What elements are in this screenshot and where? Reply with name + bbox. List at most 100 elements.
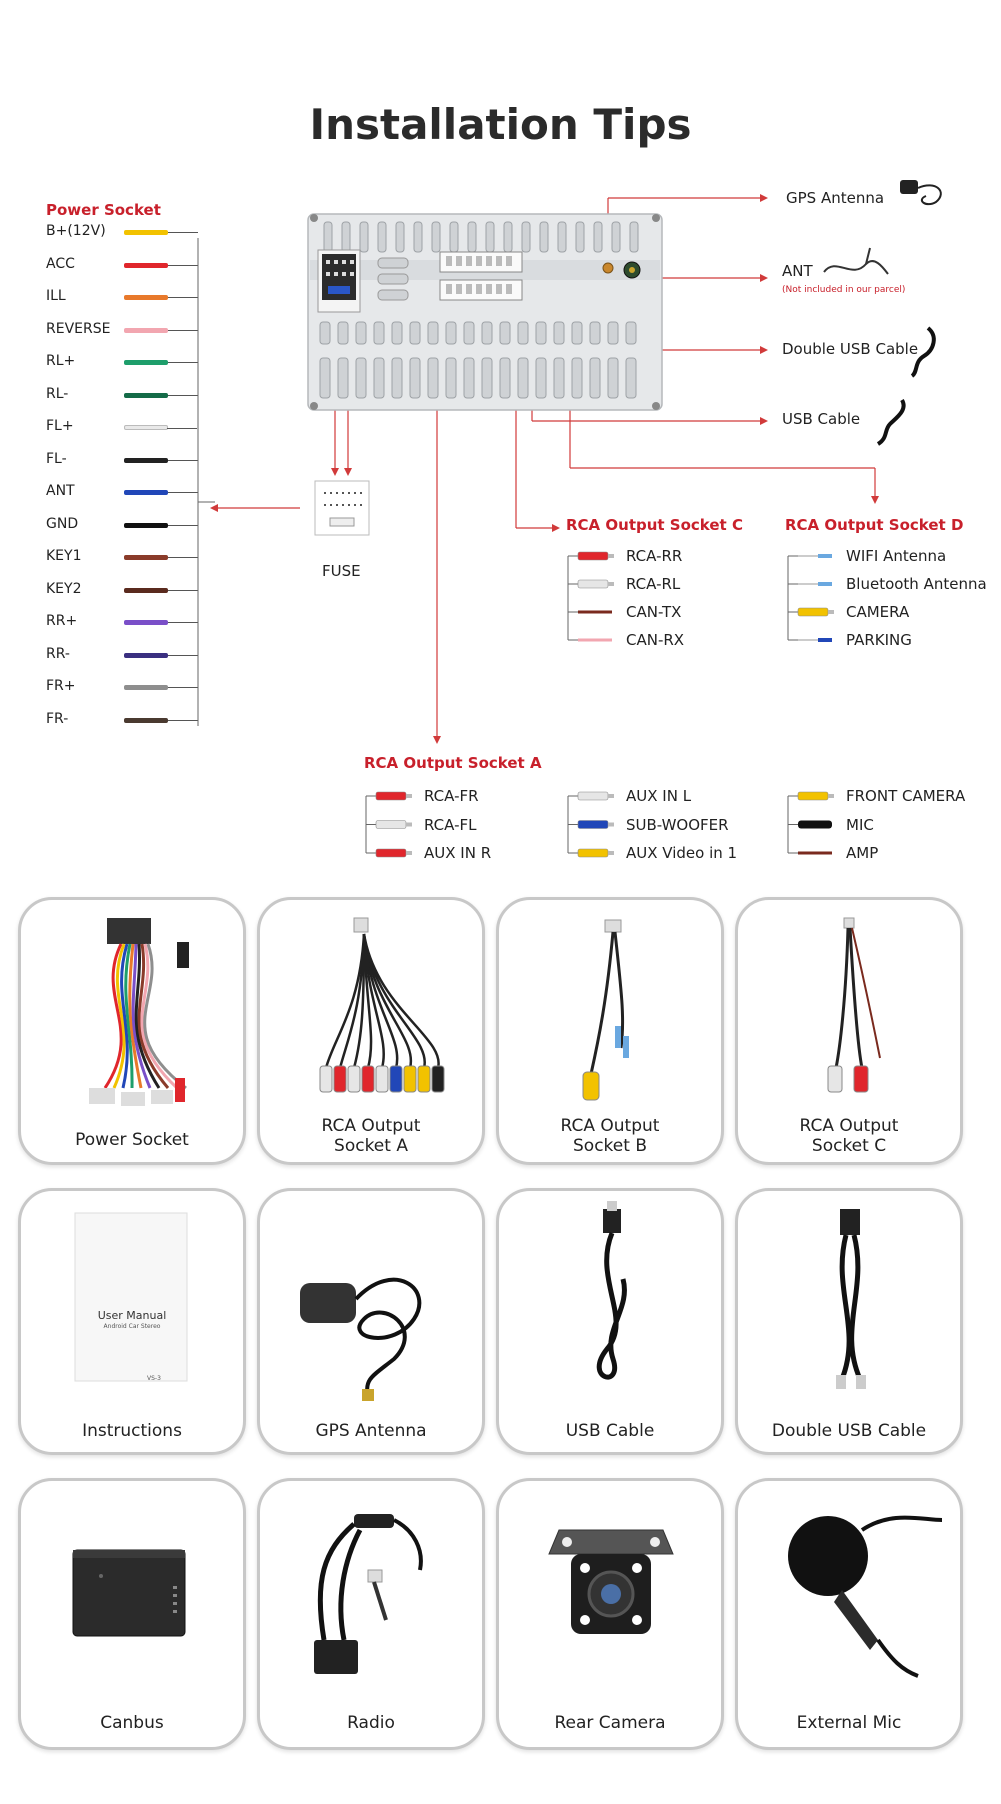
rca-plug-icon <box>797 791 829 801</box>
ant-label: ANT <box>782 262 813 280</box>
power-wire-label: RL- <box>46 385 69 402</box>
radio-adapter-icon <box>264 1489 480 1701</box>
power-wire-label: GND <box>46 515 79 532</box>
manual-title: User Manual <box>97 1309 167 1322</box>
part-card: USB Cable <box>496 1188 724 1455</box>
head-unit-back-panel <box>307 213 663 411</box>
power-wire-swatch <box>124 457 198 463</box>
part-label: USB Cable <box>565 1421 655 1441</box>
part-label: Power Socket <box>75 1130 189 1150</box>
double-usb-label: Double USB Cable <box>782 340 919 358</box>
socket-a-heading: RCA Output Socket A <box>364 754 542 772</box>
power-wire-swatch <box>124 327 198 333</box>
double-usb-icon <box>910 326 936 378</box>
power-wire-label: RR+ <box>46 613 78 629</box>
rca-harness-c-icon <box>742 908 958 1118</box>
rca-harness-b-icon <box>503 908 719 1118</box>
power-wire-label: FR+ <box>46 678 76 694</box>
part-label: Instructions <box>82 1421 182 1441</box>
power-wire-swatch <box>124 230 198 235</box>
gps-antenna-icon <box>264 1199 480 1409</box>
power-wire-label: REVERSE <box>46 320 111 337</box>
power-wire-label: KEY1 <box>46 548 82 564</box>
part-label: Canbus <box>100 1713 164 1733</box>
connector-label: AUX IN R <box>424 844 492 862</box>
connector-label: PARKING <box>846 631 912 649</box>
connector-label: WIFI Antenna <box>846 547 947 565</box>
power-wire-label: ANT <box>46 483 75 499</box>
power-wire-label: RL+ <box>46 353 76 369</box>
connector-label: RCA-FL <box>424 815 477 834</box>
rca-harness-a-icon <box>264 908 480 1118</box>
double-usb-cable-icon <box>742 1199 958 1409</box>
connector-label: RCA-FR <box>424 787 479 805</box>
rca-plug-icon <box>797 607 829 617</box>
canbus-box-icon <box>25 1489 241 1701</box>
external-mic-icon <box>742 1489 958 1701</box>
ant-cable-icon <box>823 247 889 275</box>
connector-label: AUX IN L <box>626 787 692 805</box>
part-label: RCA Output Socket C <box>799 1116 899 1156</box>
power-wire-label: RR- <box>46 645 70 662</box>
part-card: RCA Output Socket A <box>257 897 485 1165</box>
part-label: External Mic <box>796 1713 902 1733</box>
connector-label: CAMERA <box>846 603 910 621</box>
connector-bracket <box>365 791 412 858</box>
part-label: RCA Output Socket A <box>321 1116 421 1156</box>
power-wire-label: KEY2 <box>46 580 82 597</box>
part-card: RCA Output Socket C <box>735 897 963 1165</box>
rca-plug-icon <box>375 820 407 829</box>
connector-label: AUX Video in 1 <box>626 844 738 862</box>
connector-label: AMP <box>846 844 879 862</box>
power-harness-icon <box>25 908 241 1118</box>
gps-antenna-label: GPS Antenna <box>786 189 885 207</box>
power-wire-swatch <box>124 360 198 365</box>
rca-plug-icon <box>577 791 609 801</box>
pin-connector-icon <box>818 582 832 586</box>
power-wire-label: ILL <box>46 288 66 304</box>
usb-cable-label: USB Cable <box>782 410 861 428</box>
power-wire-label: FL+ <box>46 418 74 434</box>
ant-note: (Not included in our parcel) <box>782 285 906 295</box>
power-wire-swatch <box>124 587 198 593</box>
part-card: Rear Camera <box>496 1478 724 1750</box>
fuse-icon <box>314 480 370 536</box>
user-manual-icon <box>25 1199 241 1409</box>
connector-label: Bluetooth Antenna <box>846 575 987 593</box>
connector-bracket <box>567 551 614 642</box>
rear-camera-icon <box>503 1489 719 1701</box>
rca-plug-icon <box>577 820 609 829</box>
pin-connector-icon <box>818 638 832 642</box>
connector-label: CAN-TX <box>626 603 682 621</box>
part-card: RCA Output Socket B <box>496 897 724 1165</box>
part-label: Rear Camera <box>554 1713 666 1733</box>
pin-connector-icon <box>818 554 832 558</box>
power-wire-swatch <box>124 490 198 495</box>
part-card: GPS Antenna <box>257 1188 485 1455</box>
connector-label: SUB-WOOFER <box>626 815 729 834</box>
connector-label: FRONT CAMERA <box>846 787 966 805</box>
rca-plug-icon <box>375 848 407 858</box>
connector-bracket <box>787 791 834 855</box>
part-label: Double USB Cable <box>771 1421 927 1441</box>
power-wire-swatch <box>124 522 198 528</box>
power-wire-label: FL- <box>46 450 67 467</box>
rca-plug-icon <box>577 848 609 858</box>
audio-plug-icon <box>798 820 832 829</box>
power-wire-label: B+(12V) <box>46 223 106 239</box>
connector-label: RCA-RL <box>626 575 681 593</box>
usb-cable-icon <box>876 398 906 446</box>
page-title: Installation Tips <box>309 100 692 149</box>
usb-cable-icon <box>503 1199 719 1409</box>
socket-d-heading: RCA Output Socket D <box>785 516 964 534</box>
power-wire-swatch <box>124 717 198 723</box>
part-card: Double USB Cable <box>735 1188 963 1455</box>
power-wire-label: FR- <box>46 710 69 727</box>
fuse-label: FUSE <box>322 562 361 580</box>
power-wire-swatch <box>124 652 198 658</box>
power-wire-swatch <box>124 620 198 625</box>
connector-bracket <box>787 554 834 642</box>
connector-label: RCA-RR <box>626 547 683 565</box>
rca-plug-icon <box>375 791 407 801</box>
